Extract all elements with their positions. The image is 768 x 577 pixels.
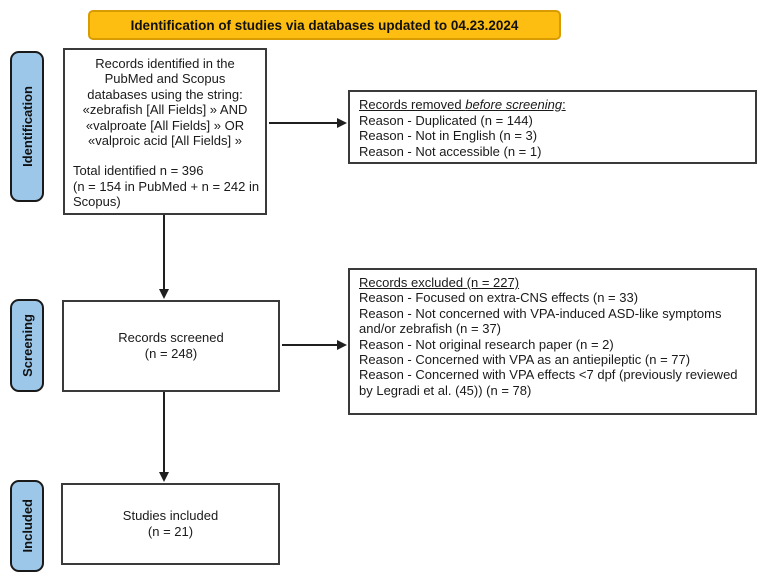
stage-label-included: Included — [10, 480, 44, 572]
stage-label-identification: Identification — [10, 51, 44, 202]
stage-label-screening-text: Screening — [19, 314, 35, 377]
records-identified-box: Records identified in the PubMed and Sco… — [63, 48, 267, 215]
arrow-head-right-icon — [337, 118, 347, 128]
removed-reason: Reason - Duplicated (n = 144) — [359, 112, 533, 128]
banner-title: Identification of studies via databases … — [130, 17, 519, 33]
removed-reason: Reason - Not in English (n = 3) — [359, 128, 538, 144]
arrow-shaft — [163, 215, 165, 290]
removed-reason: Reason - Not accessible (n = 1) — [359, 143, 542, 159]
excluded-reason: Reason - Concerned with VPA effects <7 d… — [359, 367, 738, 398]
records-removed-box: Records removed before screening: Reason… — [348, 90, 757, 164]
records-identified-totals: Total identified n = 396 (n = 154 in Pub… — [73, 163, 260, 210]
records-excluded-box: Records excluded (n = 227) Reason - Focu… — [348, 268, 757, 415]
banner: Identification of studies via databases … — [88, 10, 561, 40]
stage-label-included-text: Included — [19, 499, 35, 553]
arrow-head-down-icon — [159, 472, 169, 482]
stage-label-identification-text: Identification — [19, 86, 35, 167]
arrow-shaft — [163, 392, 165, 473]
records-identified-description: Records identified in the PubMed and Sco… — [82, 56, 248, 149]
records-screened-box: Records screened (n = 248) — [62, 300, 280, 392]
studies-included-box: Studies included (n = 21) — [61, 483, 280, 565]
records-removed-heading: Records removed before screening: — [359, 97, 566, 112]
arrow-head-down-icon — [159, 289, 169, 299]
arrow-shaft — [282, 344, 338, 346]
excluded-reason: Reason - Focused on extra-CNS effects (n… — [359, 290, 639, 306]
arrow-head-right-icon — [337, 340, 347, 350]
stage-label-screening: Screening — [10, 299, 44, 392]
arrow-shaft — [269, 122, 338, 124]
excluded-reason: Reason - Not concerned with VPA-induced … — [359, 305, 722, 337]
excluded-reason: Reason - Concerned with VPA as an antiep… — [359, 352, 691, 368]
records-excluded-heading: Records excluded (n = 227) — [359, 275, 520, 290]
excluded-reason: Reason - Not original research paper (n … — [359, 336, 614, 352]
